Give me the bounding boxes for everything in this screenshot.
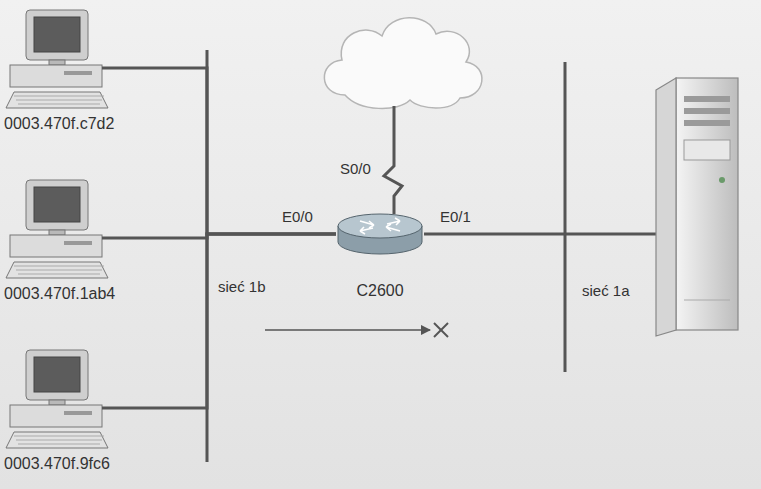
router-node: C2600 xyxy=(336,212,424,300)
mac-address: 0003.470f.9fc6 xyxy=(4,455,110,473)
serial-link xyxy=(384,106,402,214)
ethernet-link xyxy=(565,233,656,236)
port-label: E0/1 xyxy=(440,208,471,226)
ethernet-connector xyxy=(154,68,336,234)
ethernet-connector xyxy=(154,234,336,408)
wan-cloud xyxy=(324,18,482,109)
traffic-arrow xyxy=(265,329,430,331)
port-label: S0/0 xyxy=(340,160,371,178)
computer-node: 0003.470f.c7d2 xyxy=(4,8,154,133)
mac-address: 0003.470f.1ab4 xyxy=(4,285,115,303)
device-name: C2600 xyxy=(356,282,403,300)
blocked-mark xyxy=(434,323,448,337)
computer-node: 0003.470f.1ab4 xyxy=(4,178,154,303)
computer-icon xyxy=(4,348,154,453)
mac-address: 0003.470f.c7d2 xyxy=(4,115,114,133)
computer-node: 0003.470f.9fc6 xyxy=(4,348,154,473)
computer-icon xyxy=(4,178,154,283)
ethernet-bus xyxy=(564,62,567,372)
server-icon xyxy=(656,78,738,336)
network-label: sieć 1a xyxy=(582,282,630,300)
network-label: sieć 1b xyxy=(218,278,266,296)
ethernet-link xyxy=(424,233,565,236)
computer-icon xyxy=(4,8,154,113)
router-icon xyxy=(336,212,424,256)
port-label: E0/0 xyxy=(282,208,313,226)
